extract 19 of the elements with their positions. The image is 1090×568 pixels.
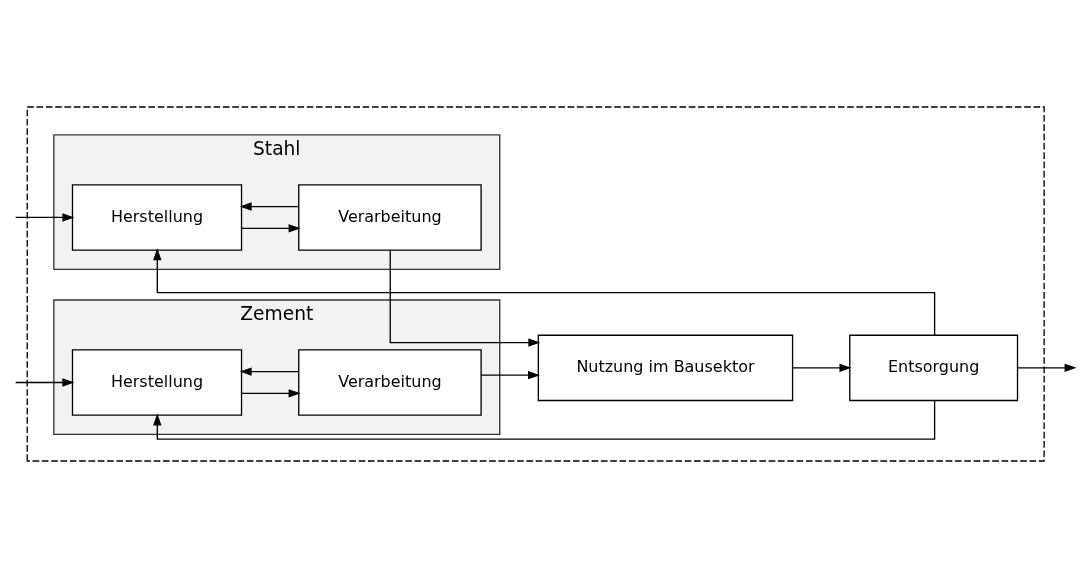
- arrow: [792, 363, 852, 373]
- cluster: [26, 106, 1045, 462]
- arrow: [15, 213, 75, 222]
- arrow: [241, 224, 301, 233]
- arrow: [153, 248, 936, 336]
- arrow: [389, 249, 541, 347]
- node-box: Entsorgung: [849, 334, 1019, 402]
- arrow: [480, 370, 540, 380]
- node-box: Nutzung im Bausektor: [537, 334, 794, 402]
- node-box: Herstellung: [71, 349, 243, 416]
- arrow: [153, 399, 936, 440]
- arrow: [239, 367, 300, 376]
- arrow: [241, 389, 301, 398]
- arrow: [1017, 363, 1077, 373]
- node-box: Verarbeitung: [298, 184, 482, 251]
- arrow: [15, 378, 75, 387]
- arrow: [239, 202, 300, 211]
- node-box: Herstellung: [71, 184, 243, 251]
- node-box: Verarbeitung: [298, 349, 482, 416]
